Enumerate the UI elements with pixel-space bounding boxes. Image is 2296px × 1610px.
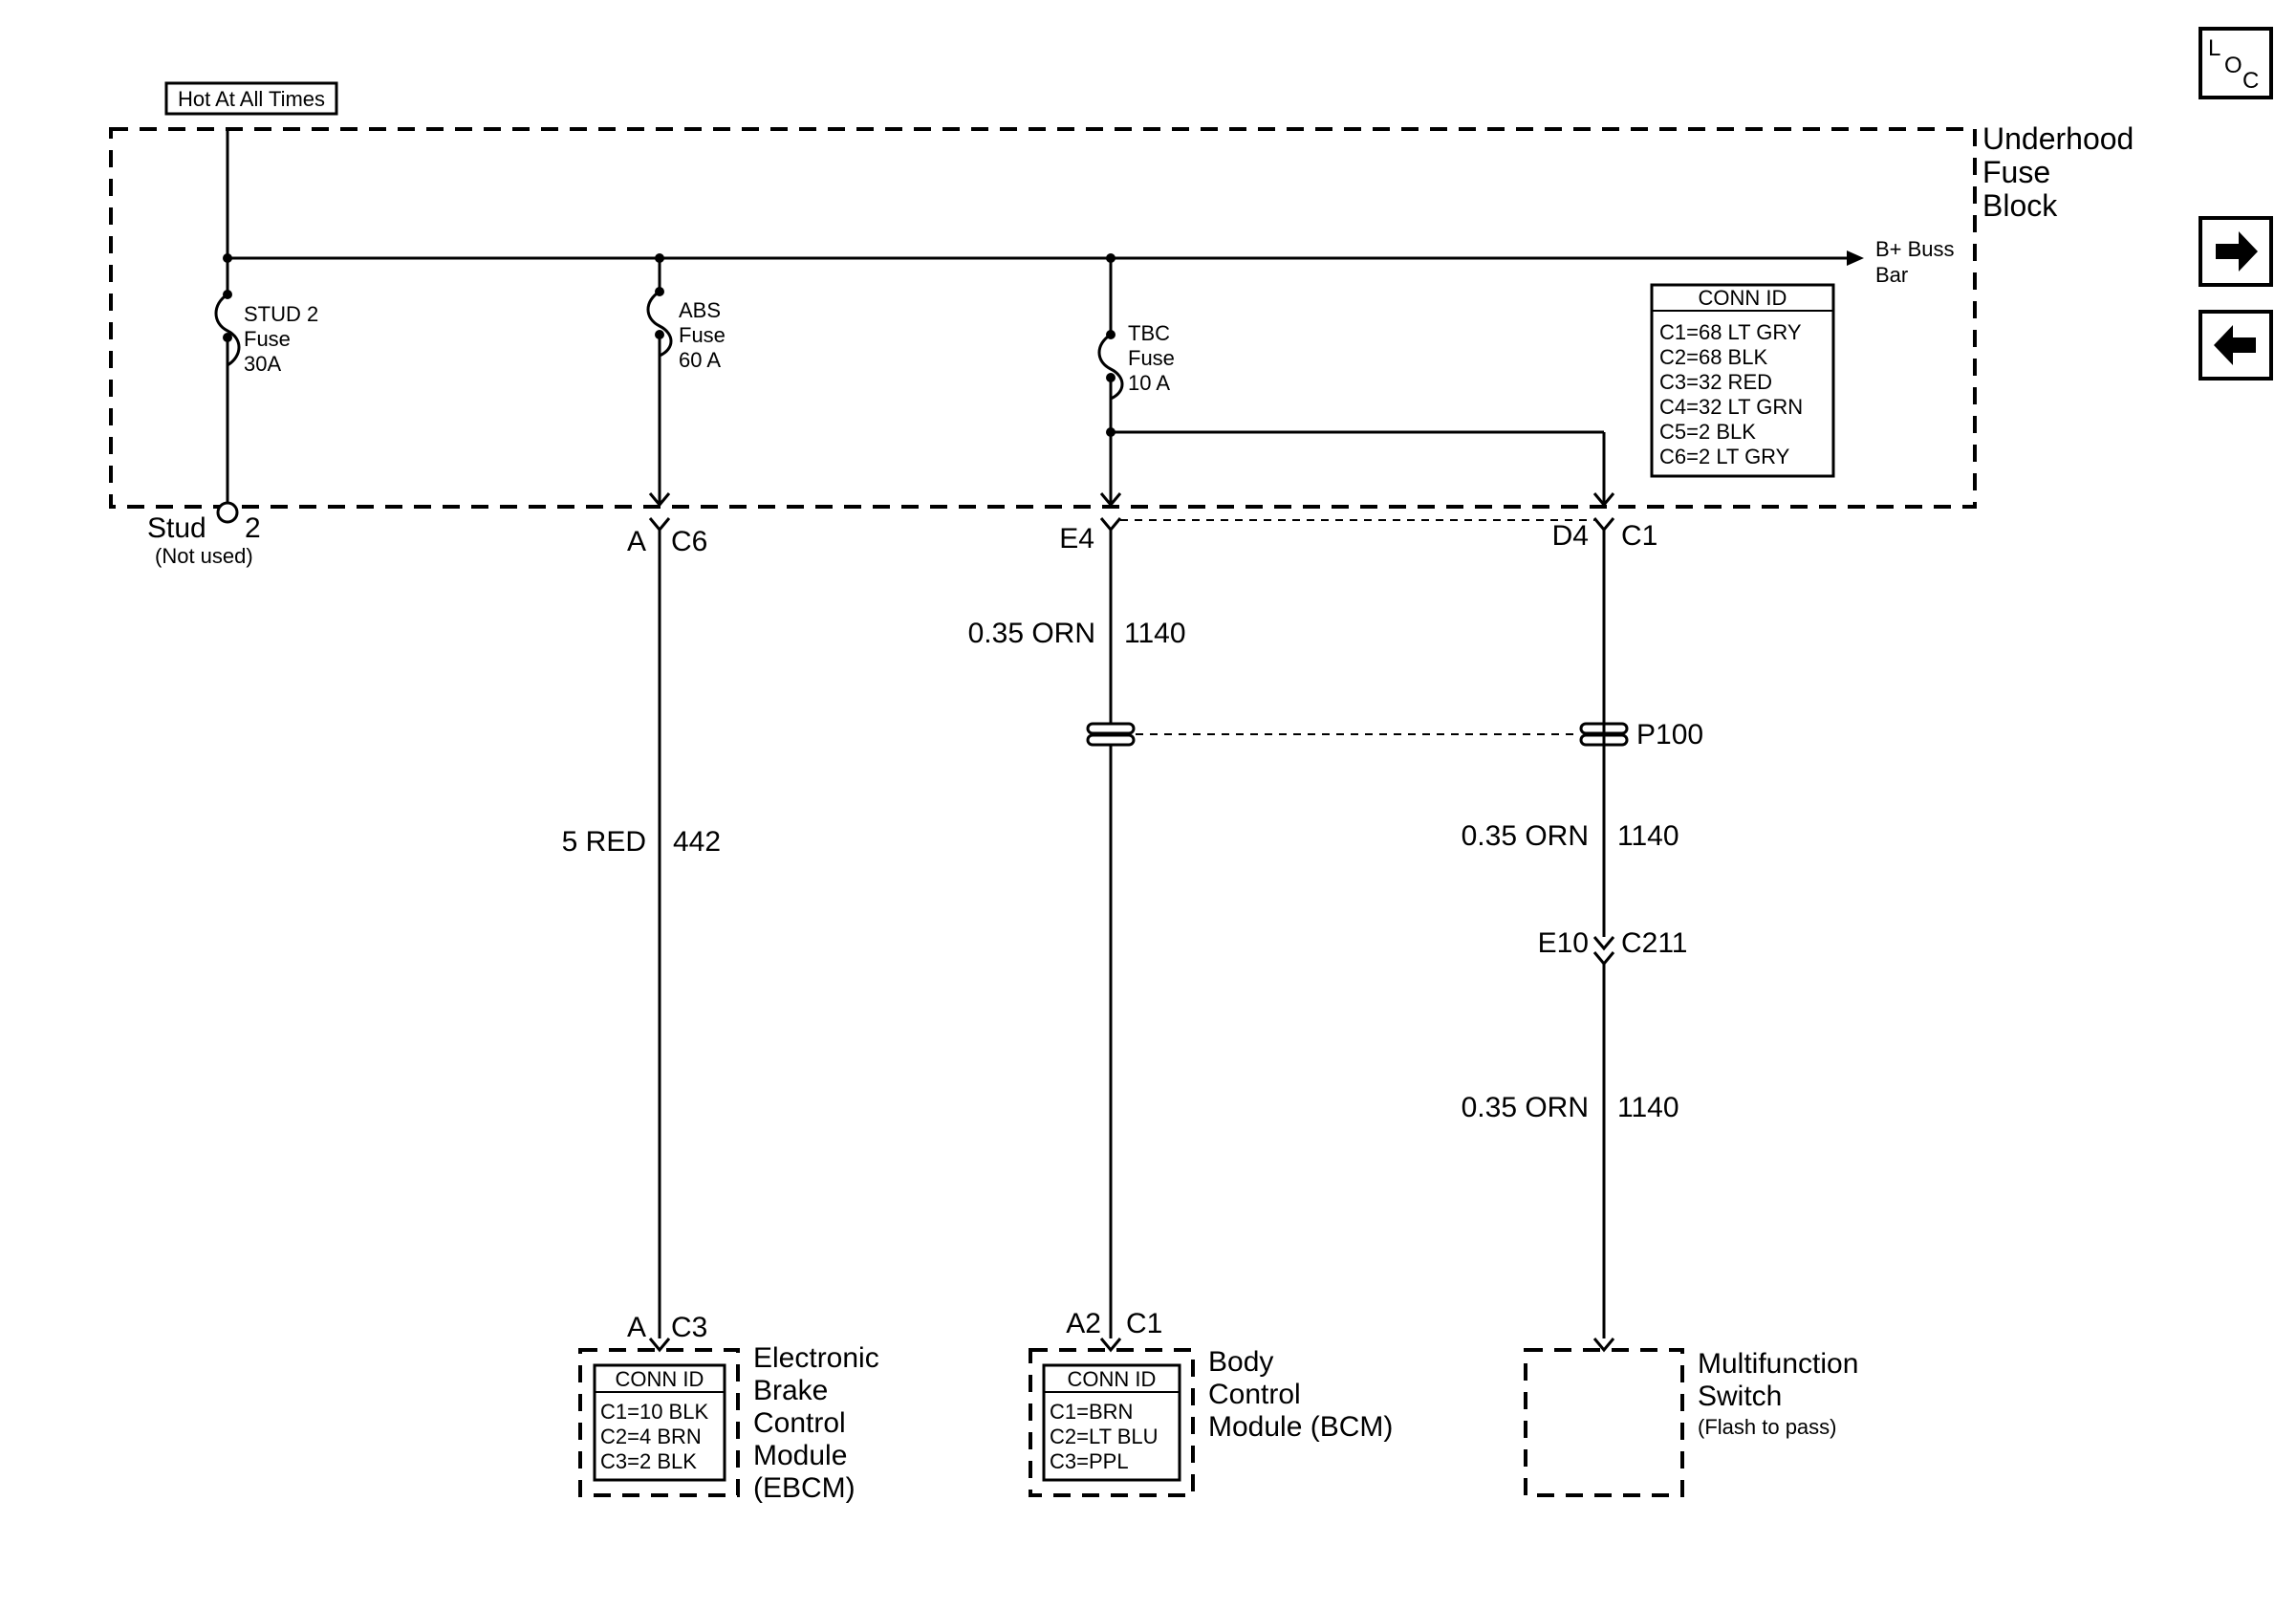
bcm-label-1: Body [1208, 1346, 1273, 1378]
loc-letter-o: O [2224, 53, 2242, 78]
wire-1140-c-size: 0.35 ORN [1462, 1092, 1589, 1123]
bcm-label-2: Control [1208, 1379, 1301, 1410]
c211-connector-id: C211 [1621, 927, 1688, 959]
fuse-conn-row: C3=32 RED [1659, 370, 1772, 394]
ebcm-module: CONN ID C1=10 BLK C2=4 BRN C3=2 BLK [578, 1348, 740, 1497]
b-plus-buss-bar [227, 250, 1864, 266]
stud-note: (Not used) [155, 544, 253, 568]
loc-letter-l: L [2208, 35, 2220, 61]
buss-bar-label-2: Bar [1875, 263, 1908, 287]
hot-label-text: Hot At All Times [178, 87, 325, 111]
wire-1140-c-circuit: 1140 [1617, 1092, 1679, 1123]
fuse-block-label-1: Underhood [1982, 121, 2134, 156]
fuse-block-conn-id-table: CONN ID C1=68 LT GRY C2=68 BLK C3=32 RED… [1650, 283, 1835, 478]
arrow-left-icon[interactable] [2199, 310, 2273, 381]
abs-fuse-word: Fuse [679, 323, 726, 347]
fuse-conn-title: CONN ID [1699, 286, 1787, 310]
bcm-conn-row: C1=BRN [1050, 1400, 1133, 1424]
bcm-connector-pin: A2 [1066, 1308, 1101, 1339]
tbc-connector-pin: E4 [1059, 523, 1094, 555]
splice-p100-label: P100 [1636, 719, 1703, 751]
multifunction-switch-branch [1592, 530, 1615, 1353]
mfswitch-label-1: Multifunction [1698, 1348, 1858, 1380]
ebcm-label-5: (EBCM) [753, 1472, 856, 1504]
abs-connector-pin: A [627, 526, 646, 557]
wire-1140-b-circuit: 1140 [1617, 820, 1679, 852]
underhood-fuse-block-outline [109, 127, 1977, 509]
fuse-conn-row: C1=68 LT GRY [1659, 320, 1802, 344]
fuse-conn-row: C4=32 LT GRN [1659, 395, 1803, 419]
ebcm-label-4: Module [753, 1440, 847, 1471]
loc-letter-c: C [2242, 68, 2259, 94]
fuse-block-label-3: Block [1982, 188, 2058, 223]
ebcm-connector-id: C3 [671, 1312, 707, 1343]
tbc-fuse-word: Fuse [1128, 346, 1175, 370]
stud2-fuse-branch [214, 129, 241, 524]
ebcm-conn-row: C1=10 BLK [600, 1400, 708, 1424]
fuse-conn-row: C5=2 BLK [1659, 420, 1756, 444]
stud-label: Stud [147, 512, 206, 544]
stud2-fuse-name: STUD 2 [244, 302, 318, 326]
wire-1140-b-size: 0.35 ORN [1462, 820, 1589, 852]
loc-icon[interactable]: L O C [2199, 27, 2273, 99]
wire-442-size: 5 RED [562, 826, 646, 858]
bcm-label-3: Module (BCM) [1208, 1411, 1393, 1443]
wire-442-circuit: 442 [673, 826, 721, 858]
tbc-fuse-name: TBC [1128, 321, 1170, 345]
stud-number: 2 [245, 512, 261, 544]
stud2-fuse-rating: 30A [244, 352, 281, 376]
stud2-fuse-word: Fuse [244, 327, 291, 351]
abs-fuse-rating: 60 A [679, 348, 721, 372]
fuse-conn-row: C2=68 BLK [1659, 345, 1767, 369]
wire-1140-a-size: 0.35 ORN [968, 618, 1095, 649]
ebcm-connector-pin: A [627, 1312, 646, 1343]
mf-connector-pin: D4 [1552, 520, 1589, 552]
ebcm-conn-title: CONN ID [616, 1367, 704, 1391]
tbc-fuse-rating: 10 A [1128, 371, 1170, 395]
bcm-conn-row: C2=LT BLU [1050, 1425, 1159, 1448]
wire-1140-a-circuit: 1140 [1124, 618, 1186, 649]
bcm-connector-id: C1 [1126, 1308, 1162, 1339]
bcm-module: CONN ID C1=BRN C2=LT BLU C3=PPL [1029, 1348, 1195, 1497]
ebcm-conn-row: C2=4 BRN [600, 1425, 702, 1448]
tbc-fuse-branch [1097, 253, 1615, 1353]
ebcm-conn-row: C3=2 BLK [600, 1449, 697, 1473]
fuse-block-label-2: Fuse [1982, 155, 2050, 189]
ebcm-label-1: Electronic [753, 1342, 879, 1374]
p100-splice-pack [1086, 722, 1629, 747]
mf-connector-id: C1 [1621, 520, 1657, 552]
abs-connector-id: C6 [671, 526, 707, 557]
bcm-conn-row: C3=PPL [1050, 1449, 1129, 1473]
multifunction-switch-outline [1524, 1348, 1684, 1497]
ebcm-label-3: Control [753, 1407, 846, 1439]
buss-bar-label-1: B+ Buss [1875, 237, 1955, 261]
arrow-right-icon[interactable] [2199, 216, 2273, 287]
mfswitch-label-3: (Flash to pass) [1698, 1415, 1837, 1439]
fuse-conn-row: C6=2 LT GRY [1659, 445, 1790, 468]
abs-fuse-branch [646, 253, 673, 1353]
bcm-conn-title: CONN ID [1068, 1367, 1157, 1391]
c211-connector-pin: E10 [1538, 927, 1589, 959]
hot-at-all-times-label: Hot At All Times [164, 81, 338, 116]
mfswitch-label-2: Switch [1698, 1381, 1782, 1412]
ebcm-label-2: Brake [753, 1375, 828, 1406]
abs-fuse-name: ABS [679, 298, 721, 322]
